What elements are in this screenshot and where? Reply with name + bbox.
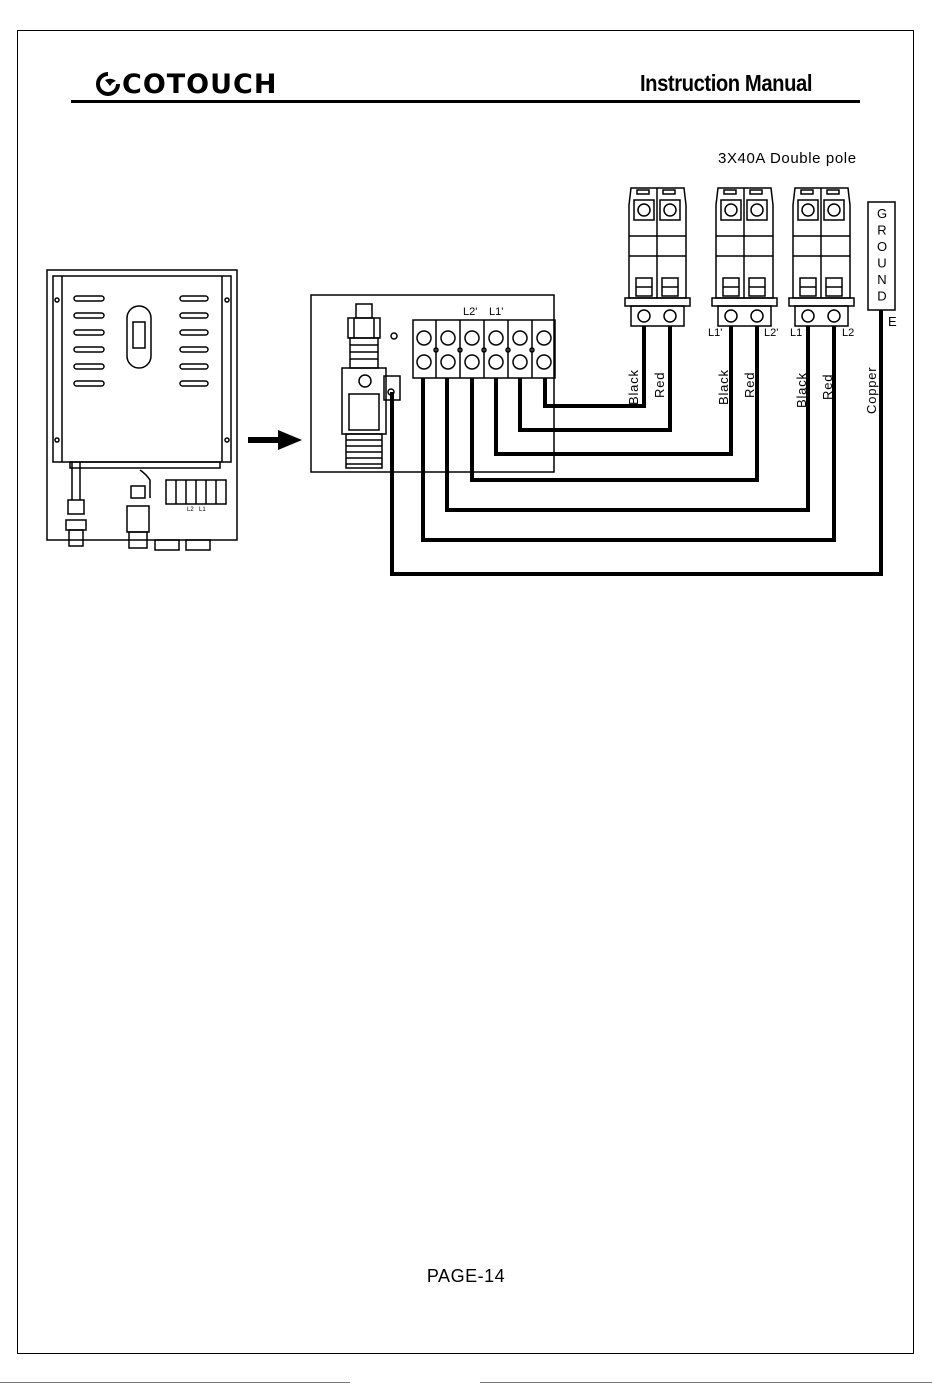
wire-black-3: [447, 326, 808, 510]
breaker-caption: 3X40A Double pole: [718, 150, 857, 167]
ground-label-letter: N: [877, 272, 886, 287]
breaker-2: [712, 188, 777, 326]
heater-unit-illustration: [47, 270, 237, 550]
wire-red-2: [472, 326, 757, 480]
ground-label-letter: G: [877, 206, 887, 221]
breaker-1: [625, 188, 690, 326]
breaker-pole-label-l2-prime: L2': [764, 327, 778, 339]
footer-line-right: [480, 1382, 932, 1383]
breaker-3: [789, 188, 854, 326]
ground-label-letter: U: [877, 256, 886, 271]
terminal-label-l2-prime: L2': [463, 306, 477, 318]
wire-label-black-1: Black: [626, 369, 641, 405]
ground-terminal-label: E: [888, 314, 897, 329]
breaker-pole-label-l1-prime: L1': [708, 327, 722, 339]
direction-arrow-icon: [248, 430, 302, 450]
page-number: PAGE-14: [0, 1266, 932, 1287]
ground-label-letter: R: [877, 223, 886, 238]
breaker-pole-label-l1: L1: [790, 327, 802, 339]
wire-label-red-1: Red: [652, 372, 667, 398]
footer-line-left: [0, 1382, 350, 1383]
wire-label-copper: Copper: [864, 367, 879, 414]
breaker-pole-label-l2: L2: [842, 327, 854, 339]
terminal-label-l1-prime: L1': [489, 306, 503, 318]
wire-label-red-2: Red: [742, 372, 757, 398]
unit-terminal-label-l2: L2: [187, 507, 194, 513]
ground-label-letter: D: [877, 289, 886, 304]
wiring-diagram: L2 L1: [0, 0, 932, 620]
terminal-block: [413, 320, 555, 378]
wire-label-black-2: Black: [716, 369, 731, 405]
unit-terminal-labels: L2 L1: [187, 507, 206, 513]
unit-terminal-label-l1: L1: [199, 507, 206, 513]
ground-label-letter: O: [877, 239, 887, 254]
